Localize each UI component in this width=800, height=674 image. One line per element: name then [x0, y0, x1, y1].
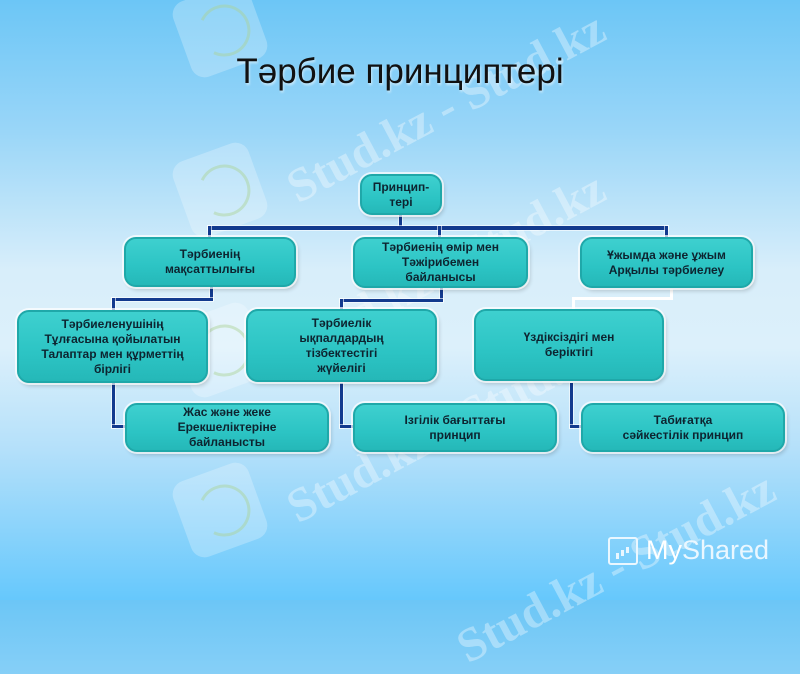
brand-my: My	[646, 535, 682, 565]
connector	[112, 298, 213, 301]
connector	[340, 299, 443, 302]
brand-shared: Shared	[682, 535, 770, 565]
watermark-text: Stud.kz - Stud.kz	[278, 1, 614, 214]
connector	[340, 299, 343, 310]
node-continuity: Үздіксіздігі мен беріктігі	[474, 309, 664, 381]
node-goal-orientation: Тәрбиенің мақсаттылығы	[124, 237, 296, 287]
connector	[112, 425, 126, 428]
connector	[570, 383, 573, 428]
connector	[208, 226, 211, 238]
node-respect-unity: Тәрбиеленушінің Тұлғасына қойылатын Тала…	[17, 310, 208, 383]
connector	[670, 289, 673, 299]
connector	[210, 287, 213, 300]
connector	[665, 226, 668, 238]
connector	[399, 215, 402, 227]
connector	[112, 383, 115, 428]
connector	[572, 297, 673, 300]
watermark-logo	[168, 458, 272, 562]
connector	[440, 288, 443, 301]
connector	[572, 297, 575, 309]
node-life-connection: Тәрбиенің өмір мен Тәжірибемен байланысы	[353, 237, 528, 288]
watermark-text: Stud.kz - Stud.kz	[448, 461, 784, 674]
connector	[570, 425, 584, 428]
presentation-chart-icon	[608, 536, 638, 565]
node-systematic-influence: Тәрбиелік ықпалдардың тізбектестігі жүйе…	[246, 309, 437, 382]
connector	[438, 226, 441, 238]
connector	[340, 383, 343, 428]
node-nature-conformity: Табиғатқа сәйкестілік принцип	[581, 403, 785, 452]
slide-title: Тәрбие принциптері	[236, 52, 564, 91]
node-root: Принцип- тері	[360, 174, 442, 215]
connector	[112, 298, 115, 310]
node-humanism: Ізгілік бағыттағы принцип	[353, 403, 557, 452]
connector	[340, 425, 354, 428]
node-collective-education: Ұжымда және ұжым Арқылы тәрбиелеу	[580, 237, 753, 288]
node-age-features: Жас және жеке Ерекшеліктеріне байланысты	[125, 403, 329, 452]
